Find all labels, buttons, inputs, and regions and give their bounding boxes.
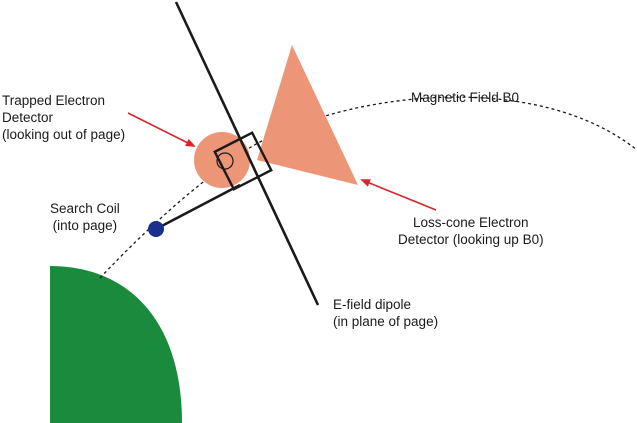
search-coil-boom bbox=[155, 183, 241, 231]
efield-dipole-label-line1: E-field dipole bbox=[333, 297, 412, 312]
trapped-detector-disc bbox=[194, 132, 250, 188]
trapped-detector-label: Trapped Electron Detector (looking out o… bbox=[2, 92, 125, 143]
search-coil-label-line2: (into page) bbox=[52, 218, 118, 233]
loss-cone-arrow bbox=[360, 179, 437, 211]
trapped-detector-aperture bbox=[216, 152, 234, 170]
loss-cone-detector-shape bbox=[257, 45, 358, 185]
loss-cone-label-line2: Detector (looking up B0) bbox=[398, 232, 544, 247]
efield-dipole-label-line2: (in plane of page) bbox=[333, 314, 439, 329]
magnetic-field-line bbox=[99, 96, 637, 279]
search-coil-label-line1: Search Coil bbox=[50, 201, 120, 216]
spacecraft-body bbox=[213, 131, 273, 191]
trapped-detector-label-line2: Detector bbox=[2, 110, 54, 125]
loss-cone-label: Loss-cone Electron Detector (looking up … bbox=[398, 214, 544, 248]
trapped-detector-arrow bbox=[127, 112, 196, 147]
search-coil-dot bbox=[148, 221, 164, 237]
magnetic-field-label-text: Magnetic Field B0 bbox=[411, 90, 520, 105]
trapped-detector-label-line3: (looking out of page) bbox=[2, 127, 126, 142]
search-coil-label: Search Coil (into page) bbox=[50, 200, 120, 234]
loss-cone-label-line1: Loss-cone Electron bbox=[413, 215, 529, 230]
magnetic-field-label: Magnetic Field B0 bbox=[411, 89, 519, 106]
efield-dipole-label: E-field dipole (in plane of page) bbox=[333, 296, 438, 330]
earth-shape bbox=[50, 266, 182, 423]
efield-dipole-line bbox=[174, 1, 320, 306]
trapped-detector-label-line1: Trapped Electron bbox=[2, 93, 106, 108]
